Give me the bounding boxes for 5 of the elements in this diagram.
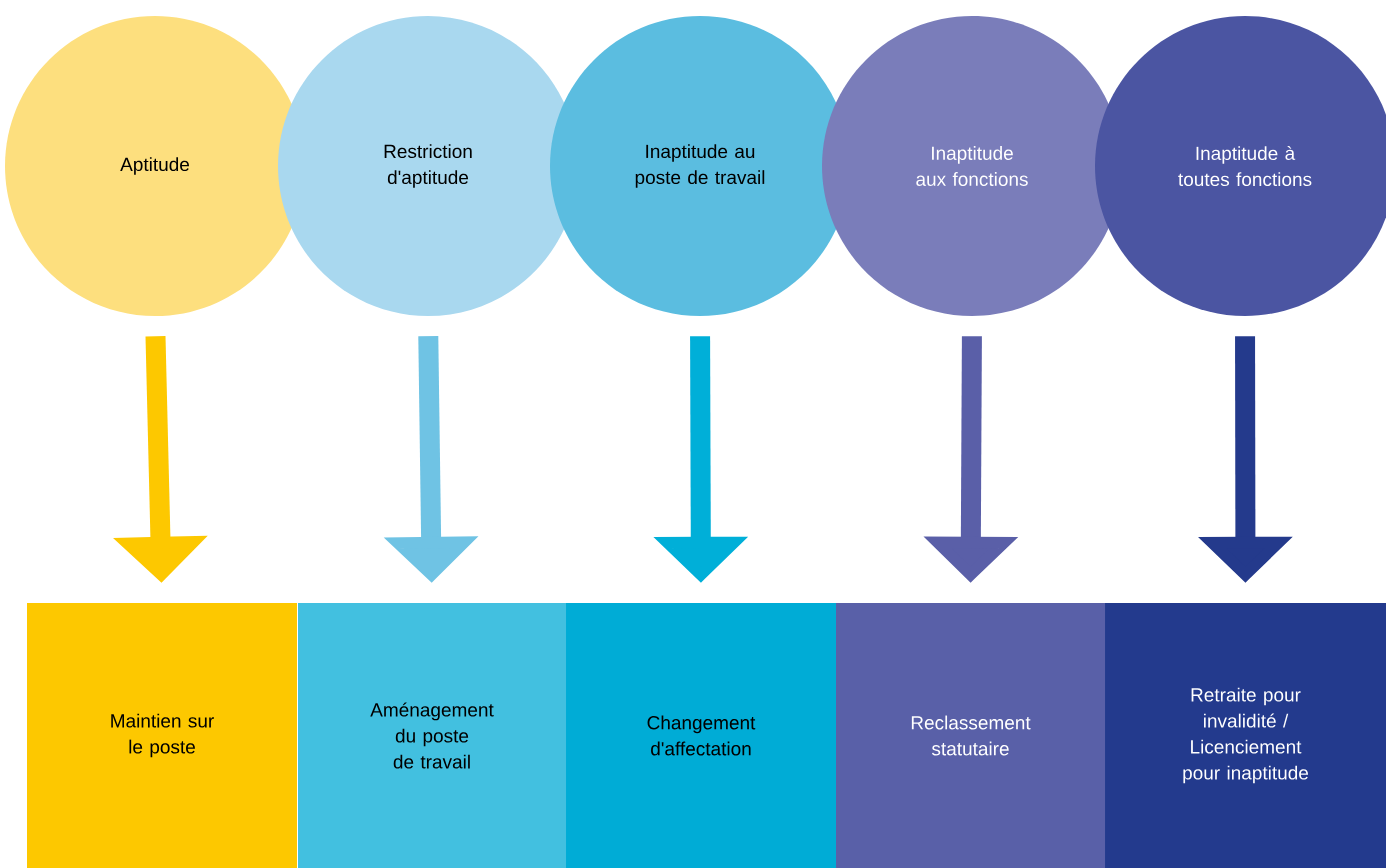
outcome-box: Reclassement statutaire <box>836 603 1105 868</box>
outcome-box: Aménagement du poste de travail <box>298 603 566 868</box>
outcome-box: Retraite pour invalidité / Licenciement pour inaptitude <box>1105 603 1386 868</box>
outcome-box: Changement d'affectation <box>566 603 836 868</box>
outcome-box: Maintien sur le poste <box>27 603 297 868</box>
